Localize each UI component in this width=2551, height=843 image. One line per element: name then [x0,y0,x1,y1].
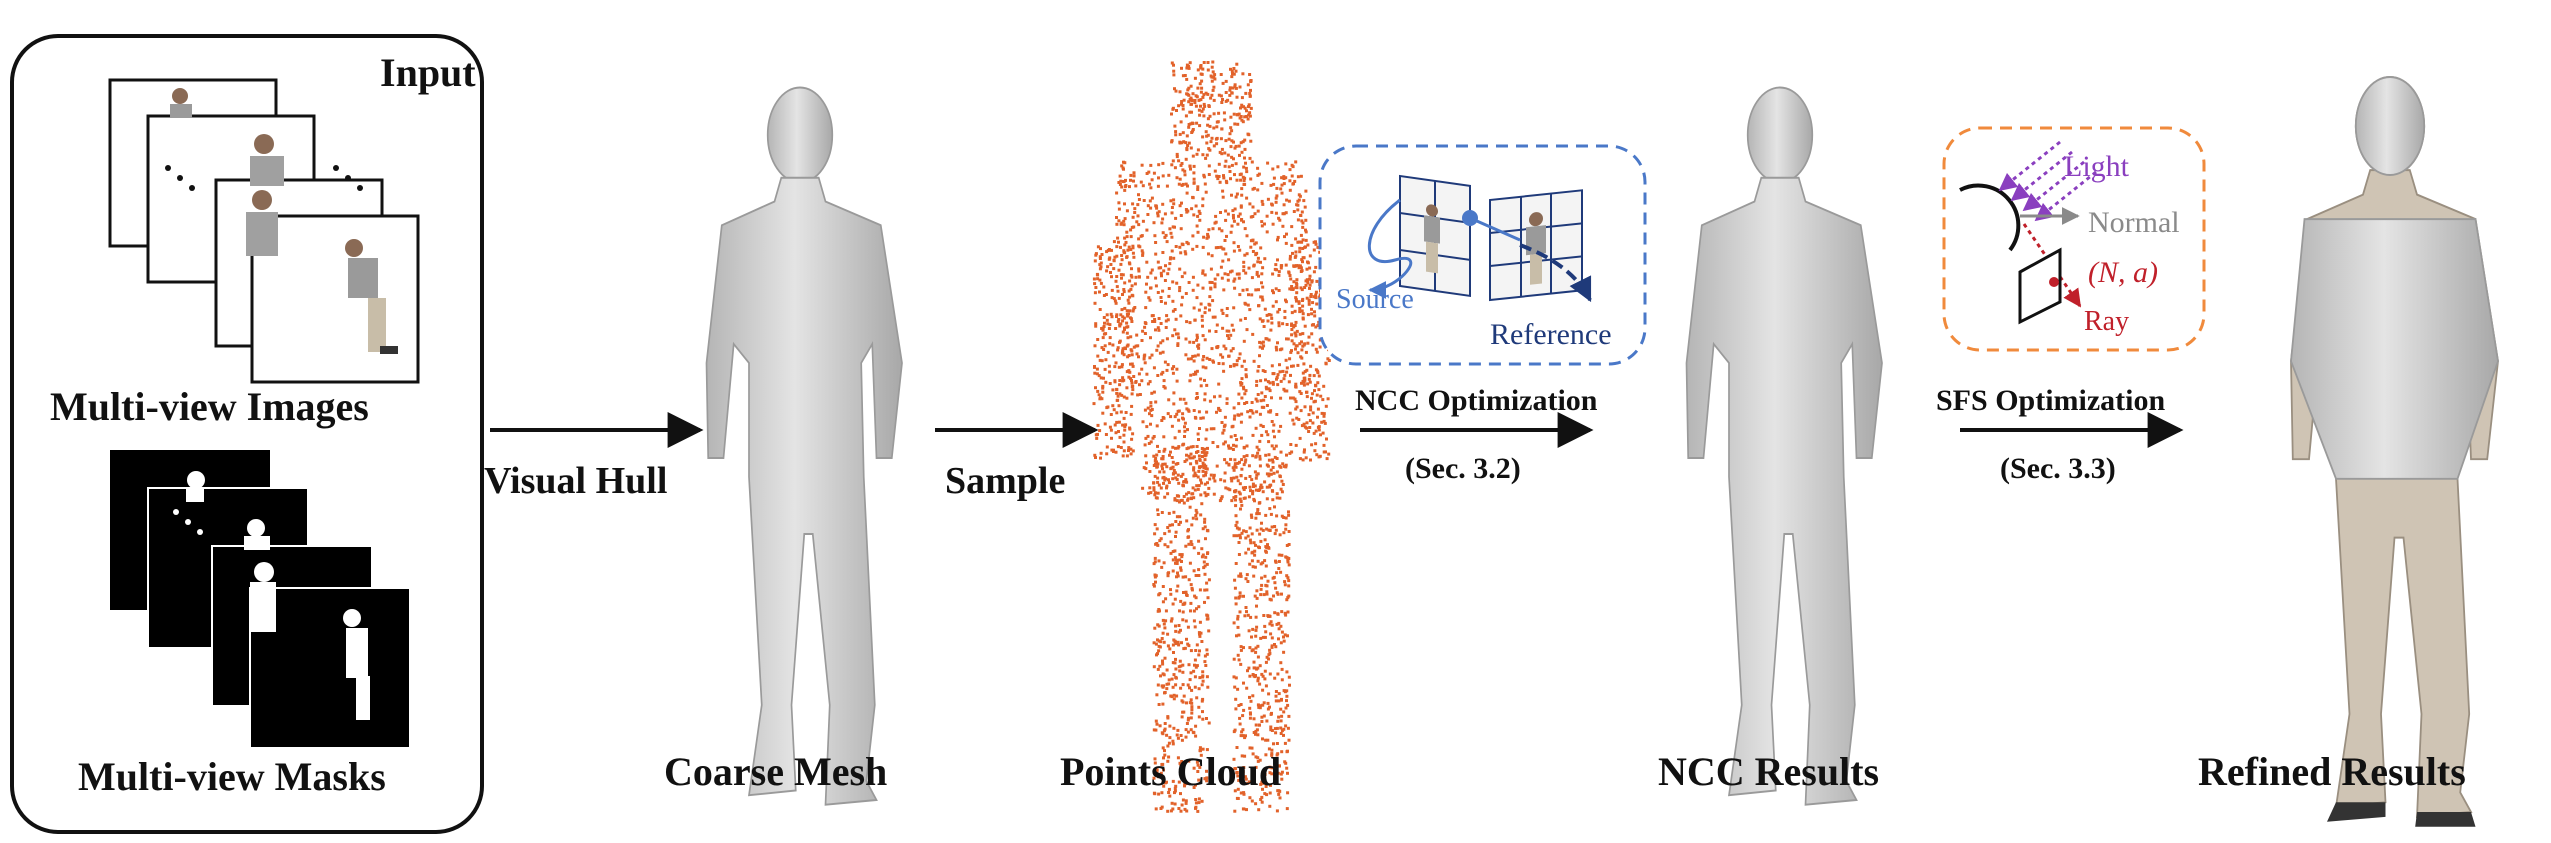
sfs-na-label: (N, a) [2088,256,2158,289]
mask-ellipsis-dots [173,505,353,535]
mask-silhouettes [186,471,370,720]
sfs-pixel-marker [2049,277,2059,287]
ncc-optimization-label: NCC Optimization [1355,384,1598,417]
coarse-mesh-label: Coarse Mesh [664,749,887,794]
ncc-section-label: (Sec. 3.2) [1405,452,1521,485]
input-panel: Input Mul [10,34,484,834]
sfs-light-rays [1998,140,2097,222]
coarse-mesh-figure [705,86,903,806]
refined-results-stage: Refined Results [2198,76,2499,827]
mask-frame-4 [249,587,411,749]
image-figures [170,88,398,354]
visual-hull-step: Visual Hull [484,412,704,502]
sfs-ray-label: Ray [2084,306,2129,337]
ncc-reference-label: Reference [1490,318,1612,351]
ncc-source-view [1399,174,1471,297]
image-ellipsis-dots [165,165,363,191]
ncc-results-figure [1685,86,1883,806]
sfs-optimization-label: SFS Optimization [1936,384,2166,417]
points-cloud-label: Points Cloud [1060,749,1281,794]
input-title: Input [380,50,476,95]
ncc-point-marker [1462,210,1478,226]
sfs-normal-label: Normal [2088,206,2180,239]
sfs-optimization-step: SFS Optimization (Sec. 3.3) [1936,384,2184,485]
sample-step: Sample [935,412,1099,502]
sfs-light-label: Light [2064,150,2130,183]
mask-stack [110,450,411,749]
sfs-image-plane [2018,247,2062,325]
sample-label: Sample [945,460,1065,502]
ncc-source-arrow [1367,198,1413,299]
ncc-source-label: Source [1336,284,1414,315]
ncc-optimization-step: NCC Optimization (Sec. 3.2) [1355,384,1598,485]
refined-results-figure [2290,76,2499,827]
points-cloud-stage: Points Cloud [1060,60,1331,813]
ncc-ray-line [1469,216,1521,242]
masks-caption: Multi-view Masks [78,754,386,799]
ncc-results-label: NCC Results [1658,749,1879,794]
visual-hull-label: Visual Hull [484,460,667,502]
sfs-surface-curve [1959,183,2021,252]
point-cloud-figure [1092,60,1331,813]
image-frame-4 [250,214,420,384]
images-caption: Multi-view Images [50,384,369,429]
refined-results-label: Refined Results [2198,749,2466,794]
ncc-results-stage: NCC Results [1658,86,1883,806]
sfs-illustration: Light Normal (N, a) Ray [1942,126,2206,352]
ncc-illustration: Source Reference [1318,144,1647,366]
sfs-section-label: (Sec. 3.3) [2000,452,2116,485]
ncc-reference-view [1489,189,1583,302]
image-stack [108,78,420,384]
coarse-mesh-stage: Coarse Mesh [664,86,903,806]
